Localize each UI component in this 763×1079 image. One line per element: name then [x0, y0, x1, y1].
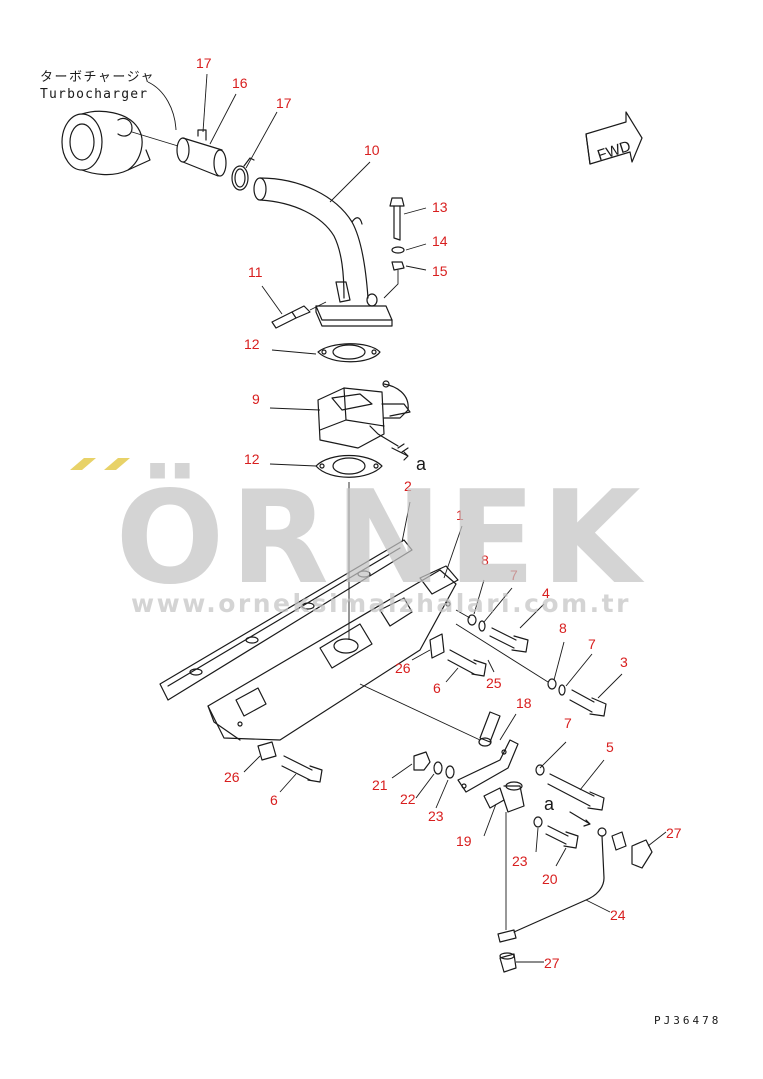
- sensor-19: [483, 781, 525, 930]
- callout-26: 26: [395, 660, 411, 676]
- leader-lines: [202, 73, 667, 963]
- fwd-label: FWD: [595, 138, 633, 165]
- clamp-17: [231, 157, 255, 191]
- sensor-11: [271, 301, 327, 329]
- callout-22: 22: [400, 791, 416, 807]
- bolt-20: [545, 825, 579, 849]
- washer-22: [433, 761, 443, 775]
- hose-16: [176, 129, 227, 177]
- detail-marker-lower: a: [544, 794, 555, 814]
- detail-arrow-icon: [391, 447, 591, 827]
- clip-27-lower: [499, 952, 517, 973]
- washer-23: [445, 765, 455, 779]
- parts-drawing: [61, 81, 653, 973]
- callout-11: 11: [248, 264, 263, 280]
- exhaust-manifold-1: [207, 565, 459, 741]
- callout-27: 27: [666, 825, 682, 841]
- callout-7: 7: [564, 715, 572, 731]
- callout-24: 24: [610, 907, 626, 923]
- clip-27-upper: [611, 831, 653, 869]
- bracket-18: [457, 739, 519, 793]
- washer-23-lower: [533, 816, 543, 828]
- callout-1: 1: [456, 507, 464, 523]
- callout-21: 21: [372, 777, 388, 793]
- callout-14: 14: [432, 233, 448, 249]
- callout-4: 4: [542, 585, 550, 601]
- bolt-6-upper: [447, 649, 487, 677]
- callout-23: 23: [512, 853, 528, 869]
- gasket-2: [159, 539, 413, 701]
- callout-5: 5: [606, 739, 614, 755]
- fwd-arrow-icon: [585, 111, 643, 165]
- turbocharger-label-en: Turbocharger: [40, 87, 148, 102]
- callout-8: 8: [559, 620, 567, 636]
- callout-18: 18: [516, 695, 532, 711]
- callout-19: 19: [456, 833, 472, 849]
- callout-7: 7: [588, 636, 596, 652]
- turbocharger: [61, 81, 179, 176]
- callout-23: 23: [428, 808, 444, 824]
- bolt-3: [455, 623, 607, 717]
- callout-10: 10: [364, 142, 380, 158]
- bolt-4: [455, 609, 529, 653]
- drawing-code: PJ36478: [654, 1014, 721, 1027]
- callout-12: 12: [244, 336, 260, 352]
- callout-8: 8: [481, 552, 489, 568]
- watermark-url: www.orneksimalzhalari.com.tr: [131, 589, 631, 618]
- turbocharger-label-jp: ターボチャージャ: [40, 70, 155, 85]
- callout-15: 15: [432, 263, 448, 279]
- bolt-13: [383, 197, 405, 299]
- detail-marker-upper: a: [416, 454, 427, 474]
- callout-6: 6: [433, 680, 441, 696]
- callout-17: 17: [276, 95, 292, 111]
- callout-17: 17: [196, 55, 212, 71]
- bolt-5: [535, 764, 605, 811]
- spacer-26-upper: [429, 633, 445, 659]
- spacer-25: [359, 683, 501, 747]
- bolt-6-lower: [281, 755, 323, 783]
- callout-16: 16: [232, 75, 248, 91]
- callout-26: 26: [224, 769, 240, 785]
- callout-7: 7: [510, 567, 518, 583]
- callout-3: 3: [620, 654, 628, 670]
- callout-2: 2: [404, 478, 412, 494]
- callout-6: 6: [270, 792, 278, 808]
- gasket-12-lower: [315, 455, 383, 640]
- callout-25: 25: [486, 675, 502, 691]
- callout-numbers: 17 16 17 10 13 14 15 11 12 9 12 2 1 8 7 …: [196, 55, 682, 971]
- spacer-26-lower: [257, 741, 277, 761]
- connector-pipe-10: [253, 177, 393, 327]
- callout-12: 12: [244, 451, 260, 467]
- housing-9: [317, 380, 411, 453]
- watermark: ÖRNEK www.orneksimalzhalari.com.tr: [70, 458, 646, 618]
- nut-21: [413, 751, 431, 771]
- callout-27: 27: [544, 955, 560, 971]
- callout-13: 13: [432, 199, 448, 215]
- callout-9: 9: [252, 391, 260, 407]
- watermark-brand: ÖRNEK: [115, 463, 646, 613]
- callout-20: 20: [542, 871, 558, 887]
- gasket-12-upper: [317, 343, 381, 363]
